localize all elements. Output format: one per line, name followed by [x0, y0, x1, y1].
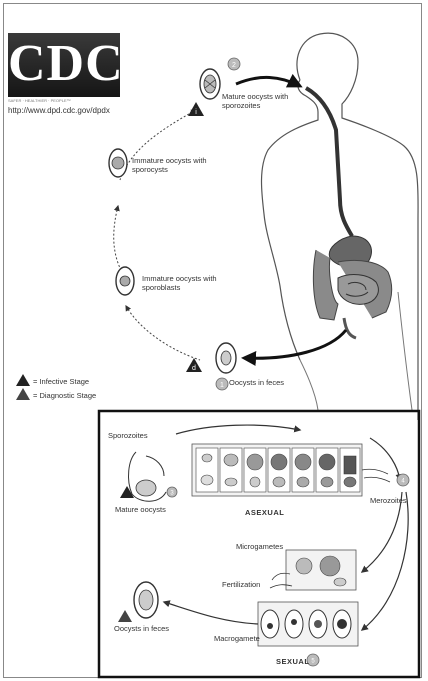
label-inset-oocysts-in-feces: Oocysts in feces: [114, 624, 169, 633]
asexual-cells: [196, 448, 360, 492]
oocyst-immature-sporocysts: [109, 149, 127, 177]
sexual-panel: 5: [258, 550, 358, 666]
label-macrogametes: Macrogamete: [214, 634, 260, 643]
label-asexual: ASEXUAL: [245, 508, 284, 517]
label-microgametes: Microgametes: [236, 542, 283, 551]
stage-2-label: 2: [232, 62, 236, 69]
label-merozoites: Merozoites: [370, 496, 407, 505]
marker-infective-1: i: [188, 102, 204, 116]
stage-1-badge: 1: [216, 378, 228, 390]
arrow-to-mouth: [236, 77, 300, 86]
asexual-panel: [192, 444, 390, 496]
label-immature-sporoblasts: Immature oocysts with sporoblasts: [142, 274, 234, 292]
label-sporozoites: Sporozoites: [108, 431, 148, 440]
stage-2-badge: 2: [228, 58, 240, 70]
arrow-to-feces: [244, 330, 346, 358]
label-oocysts-in-feces: Oocysts in feces: [229, 378, 284, 387]
diagnostic-symbol: d: [192, 365, 196, 372]
legend-icons: [16, 374, 30, 400]
legend-infective: = Infective Stage: [33, 377, 89, 386]
label-inset-mature-oocysts: Mature oocysts: [115, 505, 166, 514]
label-immature-sporocysts: Immature oocysts with sporocysts: [132, 156, 222, 174]
stage-4-badge: 4: [397, 474, 409, 486]
label-sexual: SEXUAL: [276, 657, 309, 666]
digestive-tract: [306, 88, 392, 338]
cycle-path: [114, 110, 200, 360]
legend-diagnostic: = Diagnostic Stage: [33, 391, 96, 400]
oocyst-immature-sporoblasts: [116, 267, 134, 295]
oocyst-in-feces-top: [216, 343, 236, 373]
arrow-merozoites-down-2: [362, 492, 408, 630]
oocyst-mature: [200, 69, 220, 99]
stage-1-label: 1: [220, 382, 224, 389]
label-fertilization: Fertilization: [222, 580, 260, 589]
label-mature-oocysts: Mature oocysts with sporozoites: [222, 92, 302, 110]
